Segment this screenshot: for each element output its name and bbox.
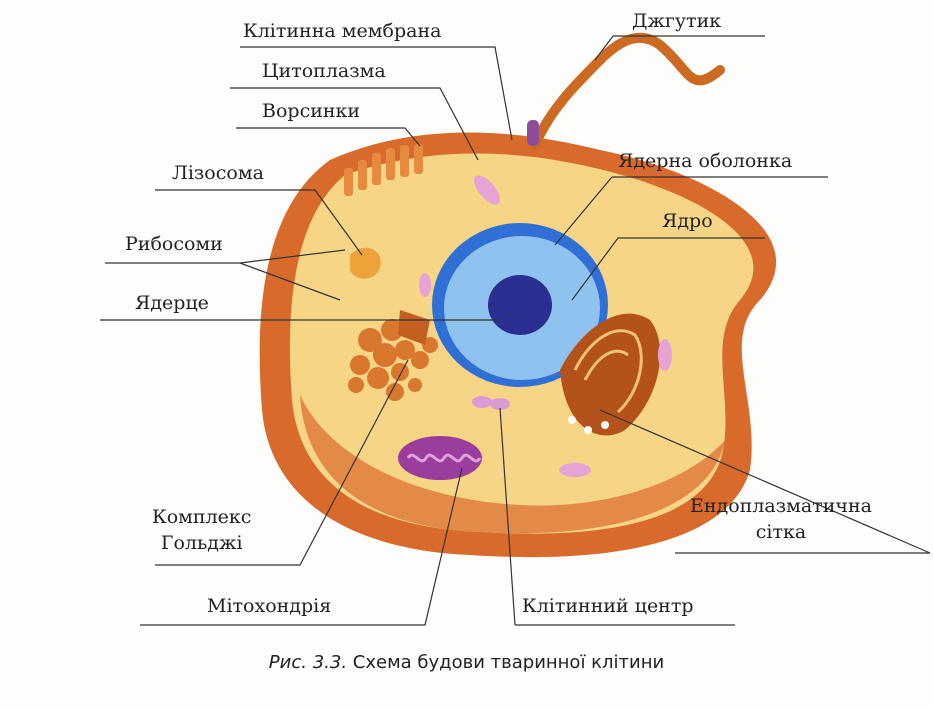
figure-caption: Рис. 3.3. Схема будови тваринної клітини <box>0 652 933 673</box>
lysosome <box>350 247 381 279</box>
golgi-complex <box>348 310 438 401</box>
endoplasmic-reticulum <box>560 313 661 436</box>
basal-body <box>527 120 539 146</box>
nucleolus <box>488 275 552 335</box>
label-nuclear-envelope: Ядерна оболонка <box>618 150 793 172</box>
label-ribosomes: Рибосоми <box>125 233 223 255</box>
caption-text: Схема будови тваринної клітини <box>352 652 665 673</box>
label-flagellum: Джгутик <box>632 10 722 32</box>
label-mitochondrion: Мітохондрія <box>207 595 332 617</box>
label-er: Ендоплазматична сітка <box>690 494 872 545</box>
flagellum <box>530 32 725 150</box>
label-cell-membrane: Клітинна мембрана <box>243 20 442 42</box>
label-microvilli: Ворсинки <box>262 100 361 122</box>
label-nucleus: Ядро <box>662 210 713 232</box>
label-nucleolus: Ядерце <box>135 292 209 314</box>
label-golgi-line1: Комплекс <box>152 506 252 528</box>
label-golgi: Комплекс Гольджі <box>152 505 251 556</box>
vesicles <box>419 175 672 477</box>
mitochondrion <box>398 436 482 480</box>
label-cytoplasm: Цитоплазма <box>262 60 386 82</box>
caption-prefix: Рис. 3.3. <box>268 652 348 673</box>
label-golgi-line2: Гольджі <box>160 531 243 554</box>
label-cell-center: Клітинний центр <box>522 595 694 617</box>
cell-cutaway <box>300 395 725 534</box>
leader-lines <box>100 35 931 626</box>
microvilli <box>344 144 423 196</box>
label-er-line1: Ендоплазматична <box>690 495 872 517</box>
cell-center <box>472 396 510 410</box>
label-er-line2: сітка <box>755 520 807 543</box>
label-lysosome: Лізосома <box>172 162 264 184</box>
